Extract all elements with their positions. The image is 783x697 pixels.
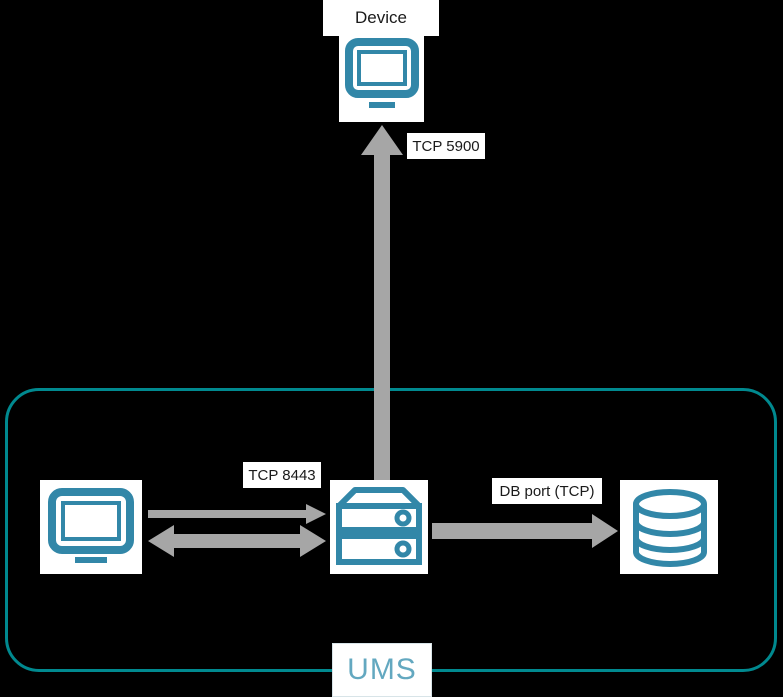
label-tcp-5900: TCP 5900 [407,133,485,159]
arrow-server-to-database [432,514,618,548]
database-icon [633,489,707,567]
monitor-icon [48,488,134,563]
monitor-icon [345,38,419,108]
label-tcp-8443: TCP 8443 [243,462,321,488]
server-icon-plate [330,480,428,574]
label-db-port: DB port (TCP) [492,478,602,504]
arrow-client-server-bidirectional [148,525,326,557]
database-icon-plate [620,480,718,574]
ums-label: UMS [347,653,417,686]
arrow-client-to-server-thin [148,504,326,524]
client-icon-plate [40,480,142,574]
device-label: Device [323,0,439,36]
server-icon [336,487,422,565]
device-icon-plate [339,30,424,122]
arrow-server-to-device [361,125,403,485]
ums-badge: UMS [332,643,432,697]
